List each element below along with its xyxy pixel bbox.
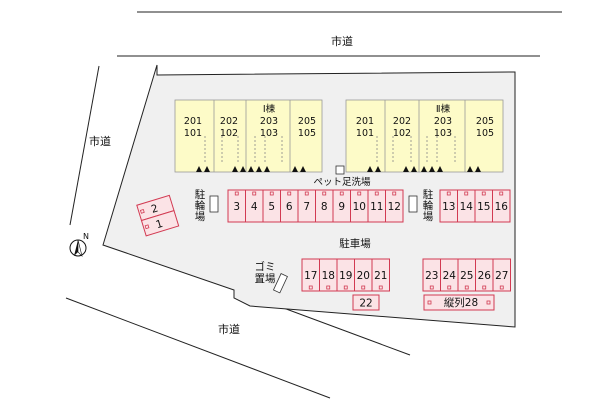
- unit-101: 101: [184, 128, 202, 139]
- parking-label: 駐車場: [339, 237, 371, 250]
- bike-parking-right: [408, 195, 418, 213]
- building-1-label: Ⅰ棟: [263, 103, 276, 115]
- parking-stalls-left: 21: [136, 194, 180, 237]
- unit-201: 201: [184, 116, 202, 127]
- parking-stall-label: 24: [443, 270, 457, 282]
- parking-stall-label: 21: [374, 270, 387, 282]
- entrance-markers: [367, 166, 481, 172]
- parking-stall-label: 3: [233, 201, 240, 213]
- parking-stall-label: 23: [425, 270, 438, 282]
- unit-105: 105: [298, 128, 316, 139]
- bike-parking-label-left: 駐輪場: [195, 188, 206, 223]
- parking-stall-label: 17: [304, 270, 317, 282]
- parking-stall: 8: [315, 189, 334, 223]
- parking-stall-label: 7: [303, 201, 310, 213]
- unit-105: 105: [476, 128, 494, 139]
- parking-stall: 3: [227, 189, 246, 223]
- parking-stall: 19: [336, 258, 355, 292]
- parking-stall: 12: [385, 189, 404, 223]
- parking-stall-label: 27: [495, 270, 508, 282]
- bike-parking-left: [209, 195, 219, 213]
- parking-stall: 26: [475, 258, 494, 292]
- road-label-west: 市道: [89, 134, 111, 148]
- parking-stall-label: 4: [251, 201, 258, 213]
- pet-wash-label: ペット足洗場: [313, 176, 371, 188]
- parking-stall-label: 1: [154, 218, 164, 231]
- bike-parking-label-right: 駐輪場: [423, 188, 434, 223]
- road-label-south: 市道: [218, 322, 240, 336]
- parking-stall-22: 22: [352, 294, 380, 311]
- unit-101: 101: [356, 128, 374, 139]
- parking-stall-label: 10: [353, 201, 366, 213]
- unit-205: 205: [476, 116, 494, 127]
- parking-stall-label: 13: [442, 201, 455, 213]
- unit-201: 201: [356, 116, 374, 127]
- parking-stall: 17: [301, 258, 320, 292]
- building-1: Ⅰ棟 201 101 202 102 203 103 205 105: [174, 99, 323, 173]
- parking-stall-label: 11: [370, 201, 383, 213]
- parking-stall: 16: [492, 189, 511, 223]
- parking-stall-label: 14: [460, 201, 474, 213]
- parking-stall-label: 8: [321, 201, 328, 213]
- parking-stall: 9: [332, 189, 351, 223]
- parking-stall-label: 6: [286, 201, 293, 213]
- parking-stall: 27: [492, 258, 511, 292]
- parking-stall-tandem-28: 縦列28: [423, 294, 495, 311]
- parking-stall: 24: [440, 258, 459, 292]
- compass-icon: N: [69, 232, 89, 257]
- parking-stall-label: 15: [477, 201, 490, 213]
- building-2: Ⅱ棟 201 101 202 102 203 103 205 105: [345, 99, 504, 173]
- parking-stall: 6: [280, 189, 299, 223]
- parking-stall-label: 20: [357, 270, 370, 282]
- unit-102: 102: [393, 128, 411, 139]
- parking-stall-label: 2: [150, 202, 160, 215]
- unit-103: 103: [260, 128, 278, 139]
- road-label-north: 市道: [331, 34, 353, 48]
- parking-stall-label: 22: [359, 298, 372, 310]
- parking-stall-label: 25: [460, 270, 473, 282]
- parking-stall: 25: [457, 258, 476, 292]
- pet-wash-box: [335, 165, 345, 175]
- compass-north-label: N: [83, 232, 89, 241]
- parking-stall-label: 26: [478, 270, 492, 282]
- parking-stall: 1: [140, 209, 180, 237]
- unit-102: 102: [220, 128, 238, 139]
- parking-stall: 7: [297, 189, 316, 223]
- unit-103: 103: [434, 128, 452, 139]
- parking-stall: 15: [474, 189, 493, 223]
- parking-stall: 21: [371, 258, 390, 292]
- unit-202: 202: [220, 116, 238, 127]
- unit-203: 203: [434, 116, 452, 127]
- parking-stall: 4: [245, 189, 264, 223]
- entrance-markers: [196, 166, 306, 172]
- trash-label: ゴミ置場: [255, 260, 276, 285]
- parking-stall-label: 16: [495, 201, 509, 213]
- building-2-label: Ⅱ棟: [436, 103, 451, 115]
- parking-stall-label: 18: [322, 270, 335, 282]
- parking-stall: 10: [350, 189, 369, 223]
- parking-stall: 11: [367, 189, 386, 223]
- unit-202: 202: [393, 116, 411, 127]
- parking-stall: 5: [262, 189, 281, 223]
- trash-area: [272, 273, 288, 294]
- parking-stall-label: 5: [268, 201, 275, 213]
- parking-stall: 20: [354, 258, 373, 292]
- parking-stall: 18: [319, 258, 338, 292]
- parking-stall: 23: [422, 258, 441, 292]
- parking-stall: 14: [457, 189, 476, 223]
- parking-stall-label: 19: [339, 270, 352, 282]
- parking-stall: 13: [439, 189, 458, 223]
- unit-205: 205: [298, 116, 316, 127]
- parking-stall-label: 縦列28: [444, 296, 478, 309]
- parking-stall-label: 9: [338, 201, 345, 213]
- parking-stall-label: 12: [388, 201, 401, 213]
- unit-203: 203: [260, 116, 278, 127]
